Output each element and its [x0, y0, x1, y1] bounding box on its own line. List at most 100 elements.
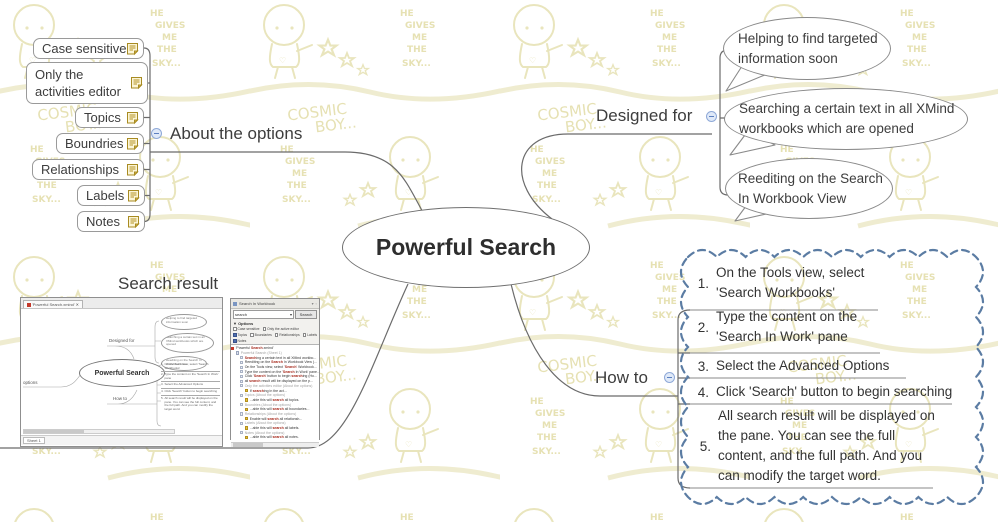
checkbox-topics: Topics: [233, 333, 247, 337]
options-section-label: ▼ Options: [233, 321, 254, 326]
how-to-cloud-boundary: [679, 248, 985, 506]
mini-callout: Searching a certain text in all XMind wo…: [161, 333, 214, 353]
callout-text: Helping to find targeted information soo…: [738, 30, 878, 66]
panel-minimize-icon: ▫: [315, 301, 317, 306]
option-boundries[interactable]: Boundries: [56, 133, 144, 154]
note-icon: [245, 435, 249, 439]
editor-canvas: options Powerful Search Designed for How…: [21, 309, 222, 435]
editor-statusbar: Sheet 1: [21, 435, 222, 445]
notes-icon[interactable]: [127, 215, 140, 228]
about-topic[interactable]: About the options: [170, 124, 303, 143]
search-result-row: On the Tools view, select 'Search' Workb…: [231, 365, 319, 370]
topic-icon: [240, 370, 244, 374]
checkbox-case-sensitive: Case sensitive: [233, 327, 260, 331]
search-result-row: Notes (About the options): [231, 430, 319, 435]
combo-caret-icon: ▾: [289, 312, 292, 317]
screenshot-editor-window[interactable]: 'Powerful Search.xmind' ✕ options Powerf…: [20, 297, 223, 447]
step-text: All search result will be displayed on t…: [718, 408, 935, 483]
search-result-row: Click 'Search' button to begin searching…: [231, 374, 319, 379]
step-text: On the Tools view, select 'Search Workbo…: [716, 265, 865, 300]
notes-icon[interactable]: [126, 111, 139, 124]
search-result-row: If searching in the act...: [231, 388, 319, 393]
note-icon: [245, 417, 249, 421]
checkbox-row: Case sensitive Only the active editor: [231, 326, 319, 332]
option-notes[interactable]: Notes: [77, 211, 145, 232]
option-activities-editor[interactable]: Only the activities editor: [26, 62, 148, 104]
designed-for-topic[interactable]: Designed for: [596, 106, 693, 125]
option-relationships[interactable]: Relationships: [32, 159, 144, 180]
mini-callout: Helping to find targeted information soo…: [161, 314, 207, 330]
checkbox-active-editor: Only the active editor: [262, 327, 299, 331]
about-branch: [150, 151, 425, 215]
notes-icon[interactable]: [127, 189, 140, 202]
option-labels[interactable]: Labels: [77, 185, 145, 206]
how-to-topic[interactable]: How to: [595, 368, 648, 387]
panel-icon: [233, 301, 237, 306]
option-topics[interactable]: Topics: [75, 107, 144, 128]
panel-hscrollbar: [231, 442, 319, 447]
how-to-step-4[interactable]: 4. Click 'Search' button to begin search…: [693, 382, 971, 402]
how-to-branch: [510, 283, 678, 397]
about-collapse-button[interactable]: [151, 128, 162, 139]
step-text: Type the content on the 'Search In Work'…: [716, 309, 858, 344]
search-result-row: Type the content on the 'Search In Work'…: [231, 369, 319, 374]
screenshot-search-panel[interactable]: Search In Workbook ▾ ▫ search ▾ Search ▼…: [230, 298, 320, 447]
how-to-step-5[interactable]: 5. All search result will be displayed o…: [695, 405, 944, 487]
option-label: Relationships: [41, 162, 120, 177]
mini-steps-list: 1.On the Tools view, select 'Search Work…: [161, 362, 220, 411]
checkbox-row: Notes: [231, 338, 319, 344]
option-case-sensitive[interactable]: Case sensitive: [33, 38, 144, 59]
topic-icon: [240, 421, 244, 425]
panel-menu-icon: ▾: [311, 301, 314, 306]
search-result-row: ...able this will search all labels.: [231, 426, 319, 431]
editor-tab-title: 'Powerful Search.xmind': [32, 302, 75, 307]
checkbox-boundaries: Boundaries: [250, 333, 272, 337]
notes-icon[interactable]: [126, 137, 139, 150]
central-topic[interactable]: Powerful Search: [342, 207, 590, 288]
note-icon: [245, 398, 249, 402]
how-to-step-1[interactable]: 1. On the Tools view, select 'Search Wor…: [693, 261, 876, 305]
callout-searching[interactable]: Searching a certain text in all XMind wo…: [724, 88, 968, 150]
search-result-row: Enable will search all relationsh...: [231, 416, 319, 421]
option-label: Boundries: [65, 136, 124, 151]
how-to-step-3[interactable]: 3. Select the Advanced Options: [693, 356, 926, 376]
panel-titlebar: Search In Workbook ▾ ▫: [231, 299, 319, 309]
checkbox-labels: Labels: [302, 333, 317, 337]
option-label: Labels: [86, 188, 125, 203]
editor-tabbar: 'Powerful Search.xmind' ✕: [21, 298, 222, 309]
search-result-row: 'Powerful Search.xmind': [231, 346, 319, 351]
search-result-row: Only the activities editor (About the op…: [231, 384, 319, 389]
mini-options-label: options: [23, 380, 38, 385]
topic-icon: [240, 374, 244, 379]
editor-tab: 'Powerful Search.xmind' ✕: [23, 300, 84, 308]
search-input: search ▾: [233, 310, 294, 319]
option-label: Notes: [86, 214, 120, 229]
notes-icon[interactable]: [126, 42, 139, 55]
designed-for-collapse-button[interactable]: [706, 111, 717, 122]
search-result-row: Searching a certain text in all XMind wo…: [231, 355, 319, 360]
option-label: Case sensitive: [42, 41, 127, 56]
step-number: 3.: [697, 358, 709, 374]
search-button: Search: [295, 310, 317, 319]
step-number: 4.: [697, 384, 709, 400]
search-results-list: 'Powerful Search.xmind'Powerful Search (…: [231, 344, 319, 442]
search-result-row: Topics (About the options): [231, 393, 319, 398]
search-result-topic[interactable]: Search result: [118, 274, 219, 293]
tab-close-icon: ✕: [75, 302, 80, 307]
panel-title: Search In Workbook: [239, 301, 276, 306]
note-icon: [245, 388, 249, 393]
how-to-collapse-button[interactable]: [664, 372, 675, 383]
notes-icon[interactable]: [130, 77, 143, 90]
how-to-step-2[interactable]: 2. Type the content on the 'Search In Wo…: [693, 305, 876, 349]
step-number: 1.: [697, 275, 709, 291]
callout-reediting[interactable]: Reediting on the Search In Workbook View: [725, 158, 893, 219]
checkbox-relationships: Relationships: [274, 333, 300, 337]
callout-text: Searching a certain text in all XMind wo…: [739, 101, 955, 136]
step-text: Select the Advanced Options: [716, 358, 890, 373]
topic-icon: [240, 379, 244, 383]
note-icon: [245, 407, 249, 411]
topic-icon: [240, 360, 244, 364]
notes-icon[interactable]: [126, 163, 139, 176]
callout-helping[interactable]: Helping to find targeted information soo…: [723, 17, 891, 80]
